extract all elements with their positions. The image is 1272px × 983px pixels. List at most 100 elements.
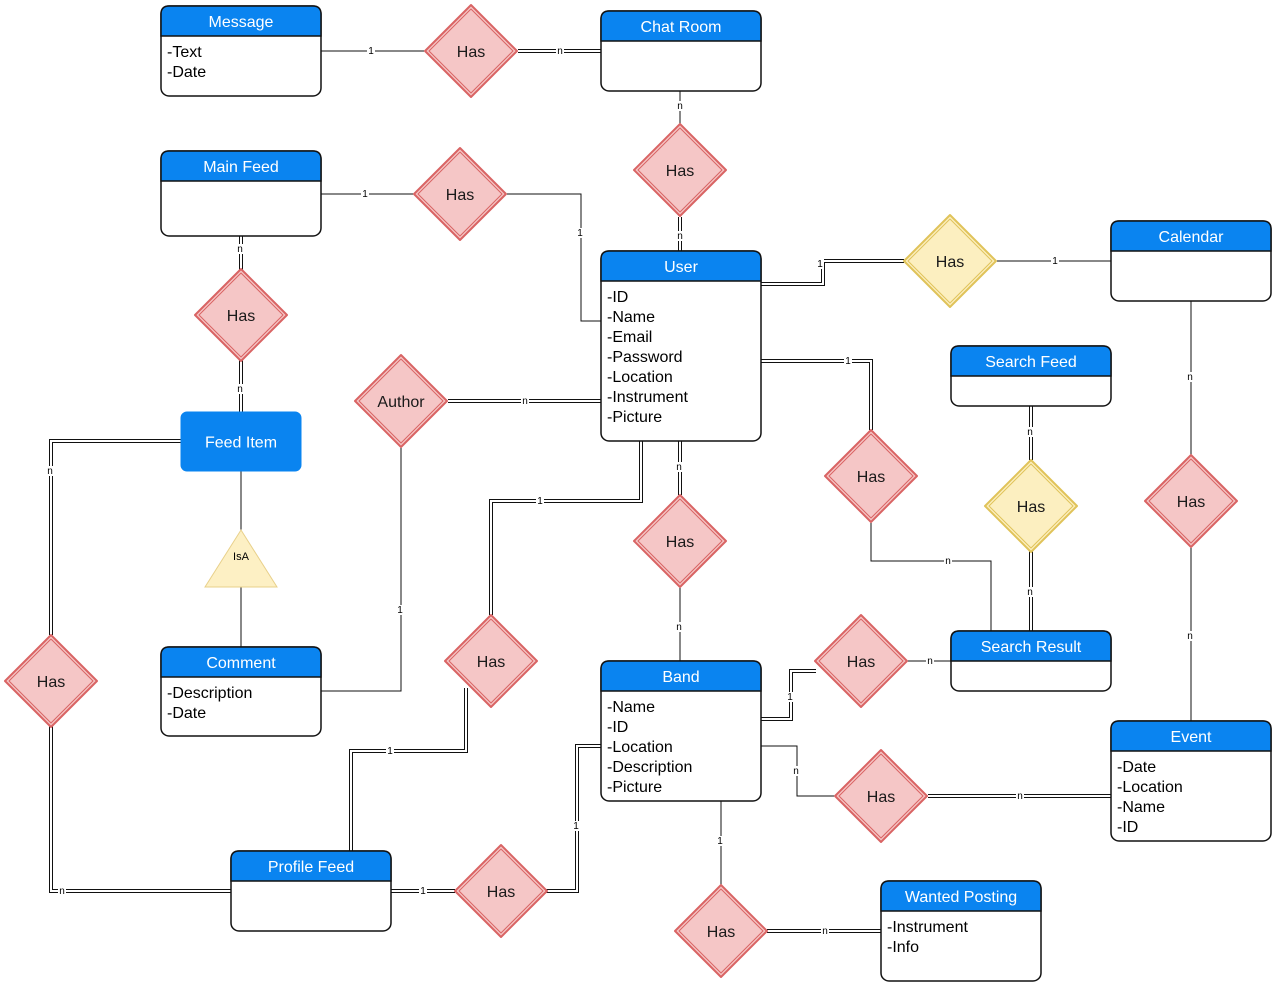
cardinality-bg (46, 466, 54, 476)
cardinality-label: n (677, 101, 683, 112)
cardinality-label: 1 (397, 605, 403, 616)
relationship-r_msg_chat: Has (424, 4, 518, 98)
relationship-r_band_event: Has (834, 749, 928, 843)
entity-attribute: -Picture (607, 409, 662, 426)
entity-header (600, 10, 762, 42)
relationship-label: Has (847, 654, 875, 671)
cardinality-bg (821, 926, 829, 936)
entity-mainfeed: Main Feed (160, 150, 322, 237)
entity-attribute: -Date (167, 705, 206, 722)
relationship-diamond (824, 429, 918, 523)
isa-label: IsA (233, 551, 250, 563)
cardinality-label: n (237, 244, 243, 255)
entity-attribute: -Name (607, 309, 655, 326)
relationship-diamond (633, 494, 727, 588)
relationship-diamond (413, 147, 507, 241)
cardinality-label: 1 (573, 821, 579, 832)
entity-attribute: -Location (607, 739, 673, 756)
cardinality-label: 1 (420, 886, 426, 897)
entity-attribute: -Instrument (887, 919, 968, 936)
cardinality-label: n (677, 231, 683, 242)
relationship-r_user_pf: Has (444, 614, 538, 708)
entity-chatroom: Chat Room (600, 10, 762, 92)
link-user-has-sr (761, 359, 873, 430)
relationship-r_main_feed: Has (194, 268, 288, 362)
cardinality-label: n (1027, 587, 1033, 598)
cardinality-bg (792, 766, 800, 776)
relationship-label: Has (857, 469, 885, 486)
relationship-diamond (354, 354, 448, 448)
relationship-diamond-inner (417, 151, 503, 237)
entity-attribute: -Instrument (607, 389, 688, 406)
relationship-diamond-inner (1148, 458, 1234, 544)
entity-event: Event-Date-Location-Name-ID (1110, 720, 1272, 842)
cardinality-bg (944, 556, 952, 566)
relationship-r_user_sr: Has (824, 429, 918, 523)
relationship-label: Has (37, 674, 65, 691)
relationship-diamond-inner (448, 618, 534, 704)
entity-attribute: -ID (1117, 819, 1138, 836)
entity-attribute: -Name (607, 699, 655, 716)
cardinality-bg (396, 605, 404, 615)
cardinality-bg (1026, 427, 1034, 437)
cardinality-bg (716, 836, 724, 846)
relationship-diamond (1144, 454, 1238, 548)
relationship-diamond-inner (637, 127, 723, 213)
link-has-profilefeed (49, 726, 231, 893)
cardinality-bg (1016, 791, 1024, 801)
relationship-diamond-inner (838, 753, 924, 839)
relationship-diamond (834, 749, 928, 843)
entity-title: User (664, 259, 698, 276)
relationship-label: Has (666, 163, 694, 180)
cardinality-bg (236, 244, 244, 254)
relationship-r_user_cal: Has (903, 214, 997, 308)
relationship-diamond (4, 634, 98, 728)
cardinality-label: n (59, 886, 65, 897)
relationship-label: Has (936, 254, 964, 271)
relationship-r_chat_user: Has (633, 123, 727, 217)
relationship-label: Has (487, 884, 515, 901)
relationship-diamond-inner (818, 618, 904, 704)
entity-attribute: -Date (167, 64, 206, 81)
relationship-r_user_band: Has (633, 494, 727, 588)
relationship-diamond (633, 123, 727, 217)
relationship-diamond (194, 268, 288, 362)
link-has-user-left (507, 193, 601, 322)
entity-title: Search Result (981, 639, 1082, 656)
entity-attribute: -Text (167, 44, 202, 61)
relationship-label: Has (867, 789, 895, 806)
entity-wanted: Wanted Posting-Instrument-Info (880, 880, 1042, 982)
cardinality-label: n (237, 384, 243, 395)
relationship-label: Has (707, 924, 735, 941)
relationship-diamond (814, 614, 908, 708)
cardinality-bg (576, 228, 584, 238)
relationship-diamond-inner (637, 498, 723, 584)
cardinality-label: 1 (387, 746, 393, 757)
relationship-diamond-inner (907, 218, 993, 304)
relationship-diamond-inner (828, 433, 914, 519)
relationship-diamond-inner (8, 638, 94, 724)
cardinality-label: n (793, 766, 799, 777)
cardinality-label: 1 (787, 692, 793, 703)
relationship-label: Has (666, 534, 694, 551)
cardinality-bg (1186, 372, 1194, 382)
entity-title: Band (662, 669, 699, 686)
relationship-r_feed_pf: Has (4, 634, 98, 728)
relationship-label: Author (377, 394, 425, 411)
isa-triangle (204, 529, 278, 588)
cardinality-label: n (1027, 427, 1033, 438)
cardinality-bg (1051, 256, 1059, 266)
entity-header (160, 150, 322, 182)
cardinality-bg (536, 496, 544, 506)
entity-header (1110, 220, 1272, 252)
link-user-has-pf (489, 441, 643, 615)
relationship-r_author: Author (354, 354, 448, 448)
entity-feeditem: Feed Item (180, 411, 302, 472)
entity-calendar: Calendar (1110, 220, 1272, 302)
relationship-r_band_sr: Has (814, 614, 908, 708)
relationship-r_band_wanted: Has (674, 884, 768, 978)
relationship-diamond (444, 614, 538, 708)
link-has-sr (870, 521, 992, 631)
entity-header (160, 5, 322, 37)
